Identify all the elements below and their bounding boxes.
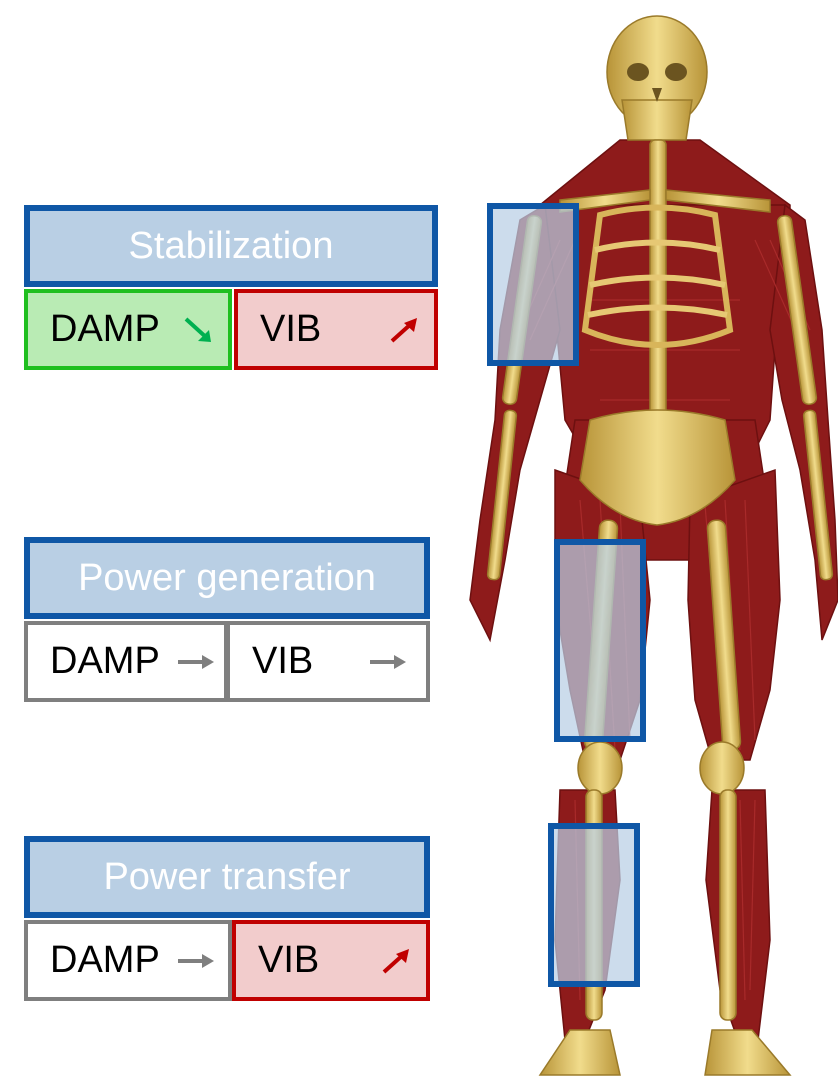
panel-title: Stabilization (24, 205, 438, 287)
vib-box: VIB (232, 920, 430, 1001)
increase-arrow-icon (376, 946, 416, 976)
vib-box: VIB (226, 621, 430, 702)
damp-label: DAMP (50, 939, 160, 982)
vib-label: VIB (252, 640, 313, 683)
increase-arrow-icon (384, 315, 424, 345)
steady-arrow-icon (176, 946, 216, 976)
panel-title: Power generation (24, 537, 430, 619)
vib-label: VIB (258, 939, 319, 982)
damp-box: DAMP (24, 920, 232, 1001)
decrease-arrow-icon (178, 315, 218, 345)
panel-title: Power transfer (24, 836, 430, 918)
steady-arrow-icon (176, 647, 216, 677)
highlight-shank (548, 823, 640, 987)
damp-box: DAMP (24, 289, 232, 370)
highlight-shoulder (487, 203, 579, 366)
damp-box: DAMP (24, 621, 228, 702)
damp-label: DAMP (50, 308, 160, 351)
vib-label: VIB (260, 308, 321, 351)
vib-box: VIB (234, 289, 438, 370)
steady-arrow-icon (368, 647, 408, 677)
damp-label: DAMP (50, 640, 160, 683)
highlight-thigh (554, 539, 646, 742)
